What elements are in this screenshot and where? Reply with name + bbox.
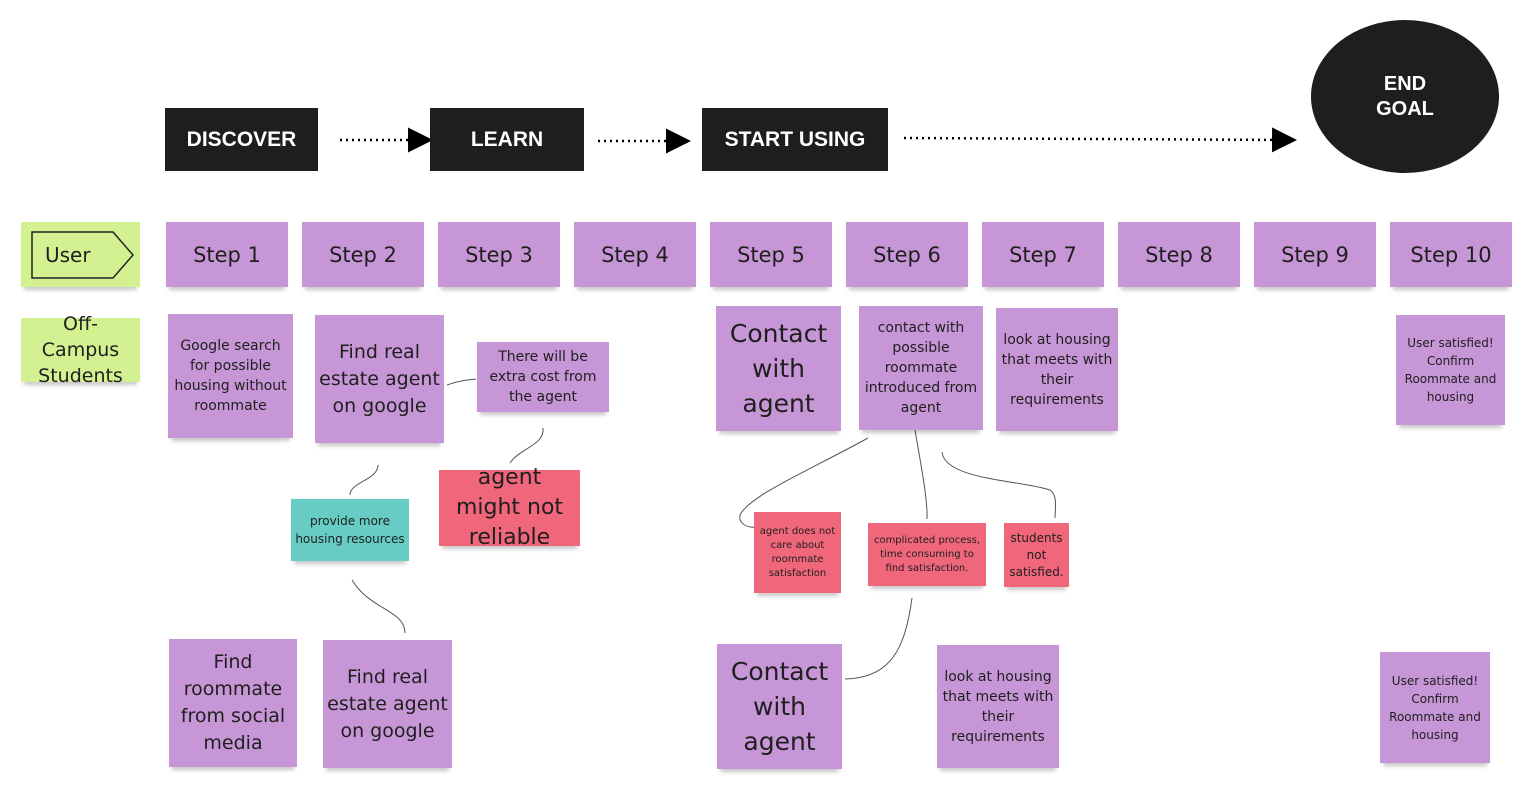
note-extra-cost: There will be extra cost from the agent (477, 342, 609, 412)
link-agent-extracost (446, 378, 477, 386)
step-8: Step 8 (1118, 222, 1240, 287)
link-contact-complicated (844, 597, 913, 680)
students-label-text: Off-Campus Students (38, 313, 123, 387)
note-agent-unreliable-text: agent might not reliable (455, 465, 564, 550)
note-more-resources-text: provide more housing resources (295, 514, 405, 546)
goal-line-1: END (1383, 72, 1427, 95)
step-3-label: Step 3 (465, 242, 533, 267)
note-look-housing-top: look at housing that meets with their re… (996, 308, 1118, 431)
step-1: Step 1 (166, 222, 288, 287)
note-find-agent-bottom: Find real estate agent on google (323, 640, 452, 768)
note-satisfied-bottom-text: User satisfied! Confirm Roommate and hou… (1389, 673, 1481, 742)
note-contact-agent-top: Contact with agent (716, 306, 841, 431)
step-2-label: Step 2 (329, 242, 397, 267)
note-satisfied-bottom: User satisfied! Confirm Roommate and hou… (1380, 652, 1490, 763)
note-complicated-process-text: complicated process, time consuming to f… (873, 534, 981, 574)
step-7: Step 7 (982, 222, 1104, 287)
user-row-label: User (21, 222, 140, 287)
note-agent-not-care-text: agent does not care about roommate satis… (759, 525, 836, 579)
user-label-text: User (45, 242, 91, 267)
note-google-search-text: Google search for possible housing witho… (174, 338, 287, 414)
note-google-search: Google search for possible housing witho… (168, 314, 293, 438)
note-contact-agent-bottom-text: Contact with agent (730, 657, 829, 756)
link-roommate-complicated (914, 429, 928, 520)
step-3: Step 3 (438, 222, 560, 287)
note-look-housing-bottom: look at housing that meets with their re… (937, 645, 1059, 768)
note-find-roommate-social-text: Find roommate from social media (180, 651, 286, 754)
step-8-label: Step 8 (1145, 242, 1213, 267)
note-contact-agent-top-text: Contact with agent (729, 319, 828, 418)
note-students-not-satisfied: students not satisfied. (1004, 523, 1069, 587)
note-satisfied-top: User satisfied! Confirm Roommate and hou… (1396, 315, 1505, 425)
note-contact-agent-bottom: Contact with agent (717, 644, 842, 769)
arrow-start-goal (903, 127, 1297, 153)
note-complicated-process: complicated process, time consuming to f… (868, 523, 986, 586)
phase-discover-label: DISCOVER (186, 127, 297, 151)
link-extracost-unreliable (509, 427, 544, 464)
step-6: Step 6 (846, 222, 968, 287)
goal-line-2: GOAL (1376, 97, 1434, 120)
step-10: Step 10 (1390, 222, 1512, 287)
link-resources-bottomagent (351, 579, 406, 634)
step-9: Step 9 (1254, 222, 1376, 287)
phase-start-using: START USING (702, 108, 888, 171)
end-goal-circle: END GOAL (1311, 20, 1499, 173)
phase-discover: DISCOVER (165, 108, 318, 171)
note-find-roommate-social: Find roommate from social media (169, 639, 297, 767)
step-6-label: Step 6 (873, 242, 941, 267)
phase-learn: LEARN (430, 108, 584, 171)
note-find-agent-top-text: Find real estate agent on google (319, 340, 440, 417)
link-roommate-agentnotcare (739, 437, 869, 528)
note-look-housing-bottom-text: look at housing that meets with their re… (942, 668, 1054, 745)
link-roommate-notsatisfied (941, 451, 1057, 519)
step-10-label: Step 10 (1410, 242, 1492, 267)
step-7-label: Step 7 (1009, 242, 1077, 267)
step-2: Step 2 (302, 222, 424, 287)
step-4: Step 4 (574, 222, 696, 287)
step-5: Step 5 (710, 222, 832, 287)
phase-learn-label: LEARN (470, 127, 544, 151)
students-row-label: Off-Campus Students (21, 313, 140, 387)
note-find-agent-top: Find real estate agent on google (315, 315, 444, 443)
note-agent-unreliable: agent might not reliable (439, 465, 580, 550)
step-1-label: Step 1 (193, 242, 261, 267)
note-more-resources: provide more housing resources (291, 499, 409, 561)
step-5-label: Step 5 (737, 242, 805, 267)
note-satisfied-top-text: User satisfied! Confirm Roommate and hou… (1404, 336, 1497, 404)
note-extra-cost-text: There will be extra cost from the agent (489, 349, 597, 405)
arrow-tag-icon (31, 231, 134, 279)
step-4-label: Step 4 (601, 242, 669, 267)
note-find-agent-bottom-text: Find real estate agent on google (327, 665, 448, 742)
phase-start-using-label: START USING (724, 127, 866, 151)
step-9-label: Step 9 (1281, 242, 1349, 267)
note-students-not-satisfied-text: students not satisfied. (1009, 530, 1064, 579)
note-contact-roommate-text: contact with possible roommate introduce… (864, 320, 978, 416)
link-agent-resources (349, 464, 379, 496)
note-look-housing-top-text: look at housing that meets with their re… (1001, 331, 1113, 408)
note-agent-not-care: agent does not care about roommate satis… (754, 512, 841, 593)
note-contact-roommate: contact with possible roommate introduce… (859, 306, 983, 430)
